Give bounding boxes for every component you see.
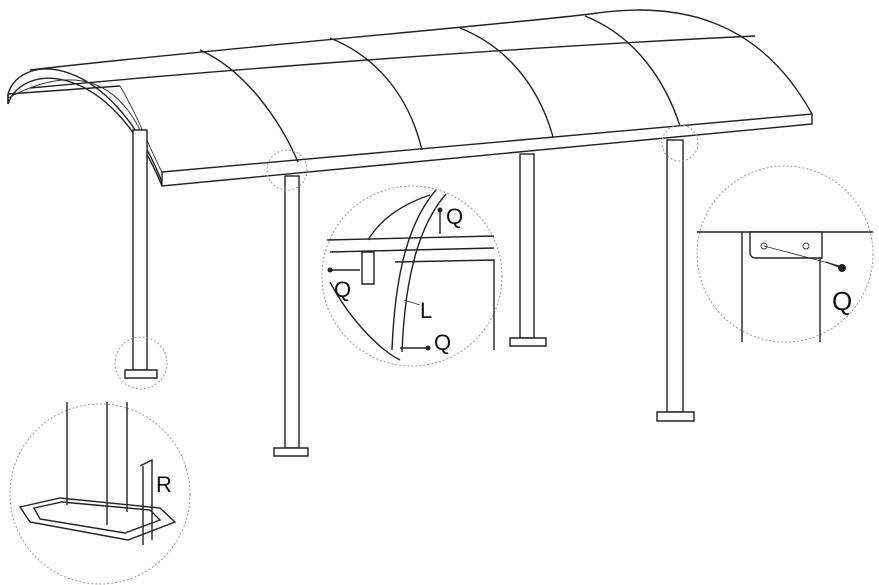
detail-rib-connection xyxy=(321,185,503,367)
label-l: L xyxy=(420,298,432,323)
label-q-left: Q xyxy=(334,277,351,302)
label-r: R xyxy=(156,472,172,497)
callout-marker-right xyxy=(661,124,699,162)
callout-marker-beam xyxy=(266,149,308,191)
callout-marker-base xyxy=(114,336,168,390)
canopy-roof xyxy=(7,9,813,187)
detail-base-plate xyxy=(9,402,191,585)
label-q-bottom: Q xyxy=(434,330,451,355)
post-back-right xyxy=(656,139,695,422)
post-front-left xyxy=(124,129,158,379)
label-q-right: Q xyxy=(832,286,852,316)
post-back-middle xyxy=(509,153,547,347)
label-q-top: Q xyxy=(446,204,463,229)
post-front-middle xyxy=(273,175,309,457)
detail-bracket-screw xyxy=(696,165,874,343)
